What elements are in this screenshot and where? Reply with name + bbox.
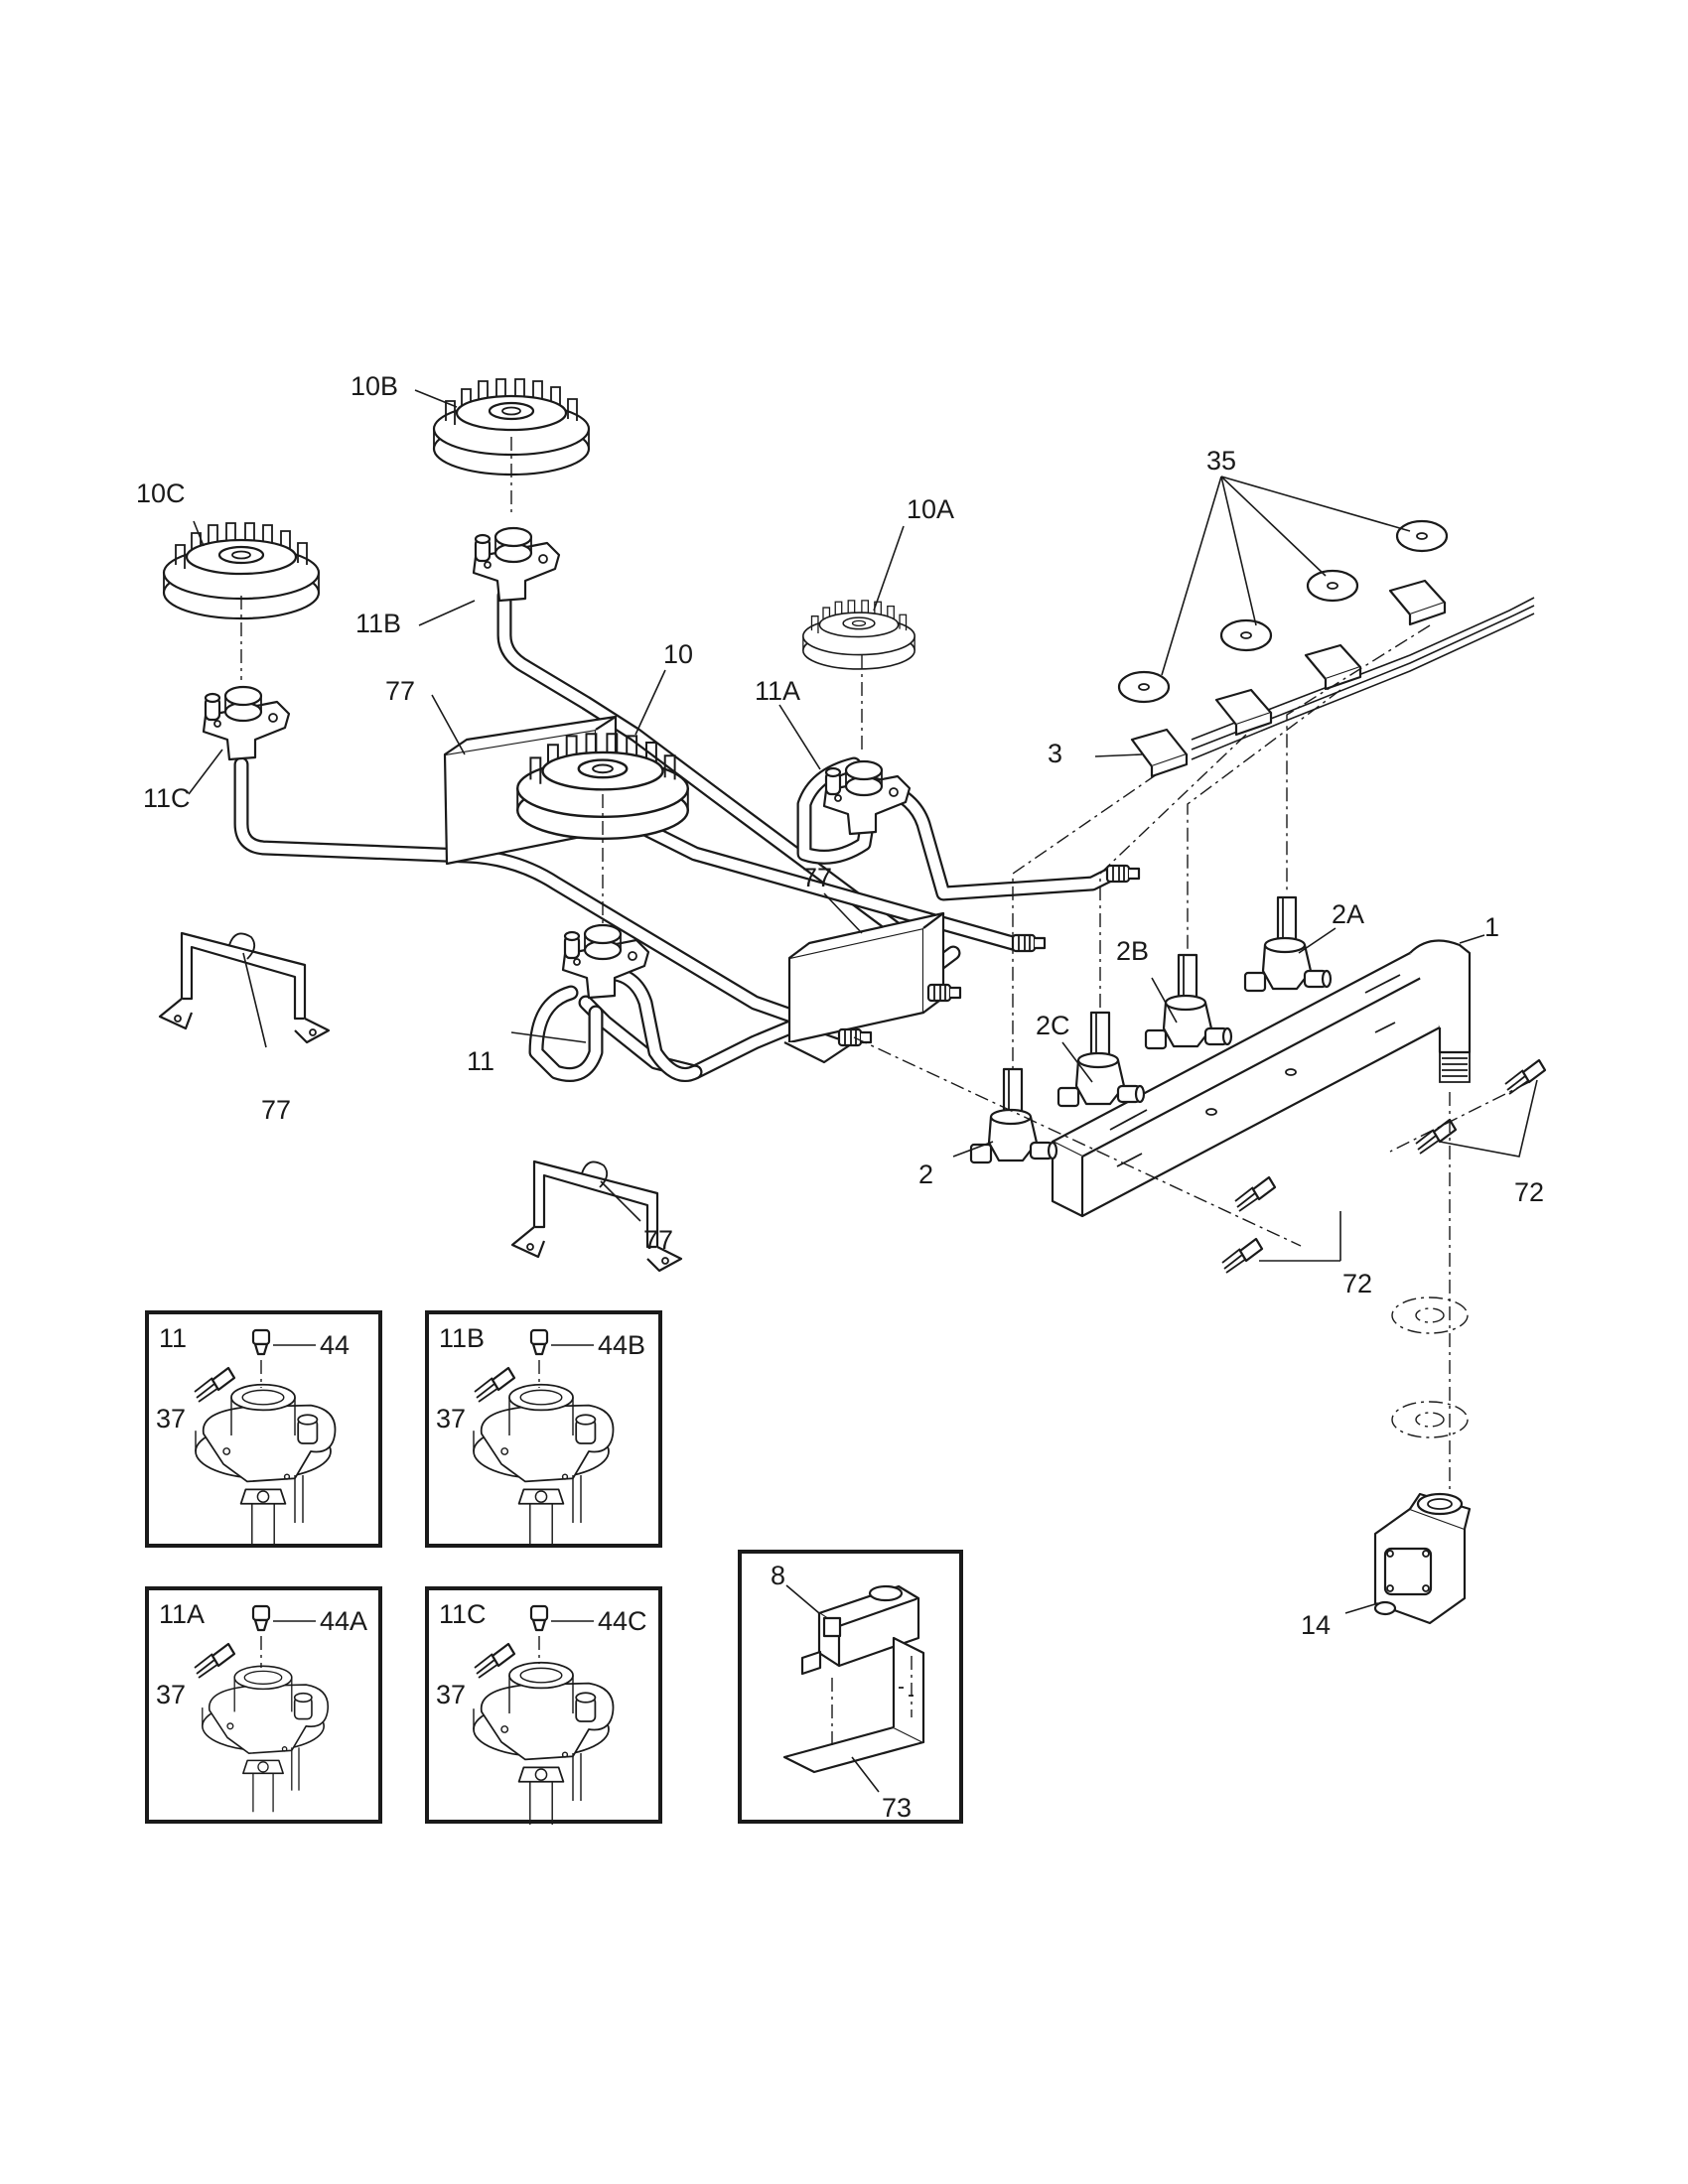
- label-14: 14: [1301, 1610, 1331, 1640]
- burner-base-11C: [202, 685, 291, 761]
- valve-2A: [1243, 895, 1333, 993]
- brace-77-lower: [783, 911, 945, 1064]
- inset-11C: 11C 44C 37: [425, 1586, 662, 1826]
- burner-base-11A: [822, 759, 912, 836]
- burner-cap-10B: [432, 377, 591, 477]
- gaskets: [1391, 1297, 1469, 1438]
- label-11C: 11C: [143, 783, 191, 813]
- inset-11B-screw: 37: [436, 1404, 466, 1433]
- inset-11-screw: 37: [156, 1404, 186, 1433]
- label-2C: 2C: [1036, 1011, 1070, 1040]
- burner-base-11B: [472, 526, 561, 603]
- inset-73-label: 73: [882, 1793, 912, 1823]
- label-77-bottom: 77: [643, 1225, 673, 1255]
- valve-2C: [1056, 1011, 1146, 1108]
- label-2: 2: [918, 1160, 933, 1189]
- valve-2B: [1144, 953, 1233, 1050]
- burner-cap-10A: [802, 600, 915, 670]
- inset-11-title: 11: [159, 1323, 187, 1353]
- label-35: 35: [1206, 446, 1236, 476]
- regulator-14: [1373, 1492, 1472, 1625]
- callouts: 10B 10C 35 10A 11B 10 77 11A 3 11C 77 2A…: [136, 371, 1544, 1640]
- inset-11: 11 44 37: [145, 1310, 382, 1548]
- label-11B: 11B: [355, 609, 401, 638]
- inset-11A-cap: 44A: [320, 1606, 367, 1636]
- label-10B: 10B: [351, 371, 398, 401]
- inset-11A-screw: 37: [156, 1680, 186, 1709]
- label-11: 11: [467, 1046, 494, 1076]
- label-10: 10: [663, 639, 693, 669]
- label-72-right: 72: [1514, 1177, 1544, 1207]
- inset-11B: 11B 44B 37: [425, 1310, 662, 1548]
- switch-block-c: [1304, 643, 1362, 691]
- label-77-upper: 77: [385, 676, 415, 706]
- inset-11A-title: 11A: [159, 1599, 205, 1629]
- bracket-73: [782, 1636, 925, 1774]
- label-77-lower: 77: [802, 863, 832, 892]
- inset-11B-title: 11B: [439, 1323, 485, 1353]
- leader-lines: [188, 389, 1538, 1614]
- inset-11-cap: 44: [320, 1330, 350, 1360]
- switch-block-d: [1388, 579, 1447, 626]
- inset-11C-cap: 44C: [598, 1606, 647, 1636]
- label-10C: 10C: [136, 478, 186, 508]
- inset-8-label: 8: [771, 1561, 785, 1590]
- inset-11B-cap: 44B: [598, 1330, 645, 1360]
- inset-11C-screw: 37: [436, 1680, 466, 1709]
- spark-module-8: [800, 1584, 920, 1676]
- label-3: 3: [1048, 739, 1062, 768]
- manifold-pipe-1: [1051, 939, 1472, 1218]
- label-2B: 2B: [1116, 936, 1149, 966]
- switch-block-b: [1214, 688, 1273, 737]
- inset-11C-title: 11C: [439, 1599, 487, 1629]
- label-77-left: 77: [261, 1095, 291, 1125]
- switch-block-3: [1130, 728, 1189, 778]
- alignment-lines: [240, 437, 1530, 1489]
- label-72-bottom: 72: [1342, 1269, 1372, 1298]
- label-11A: 11A: [755, 676, 800, 706]
- switch-harness: [1117, 519, 1535, 778]
- valve-2: [969, 1067, 1058, 1164]
- label-10A: 10A: [907, 494, 954, 524]
- label-2A: 2A: [1332, 899, 1364, 929]
- bracket-77-left: [158, 931, 331, 1044]
- label-1: 1: [1484, 912, 1499, 942]
- inset-11A: 11A 44A 37: [145, 1586, 382, 1824]
- inset-spark-module: 8 73: [738, 1550, 963, 1824]
- switch-knobs-35: [1117, 519, 1449, 704]
